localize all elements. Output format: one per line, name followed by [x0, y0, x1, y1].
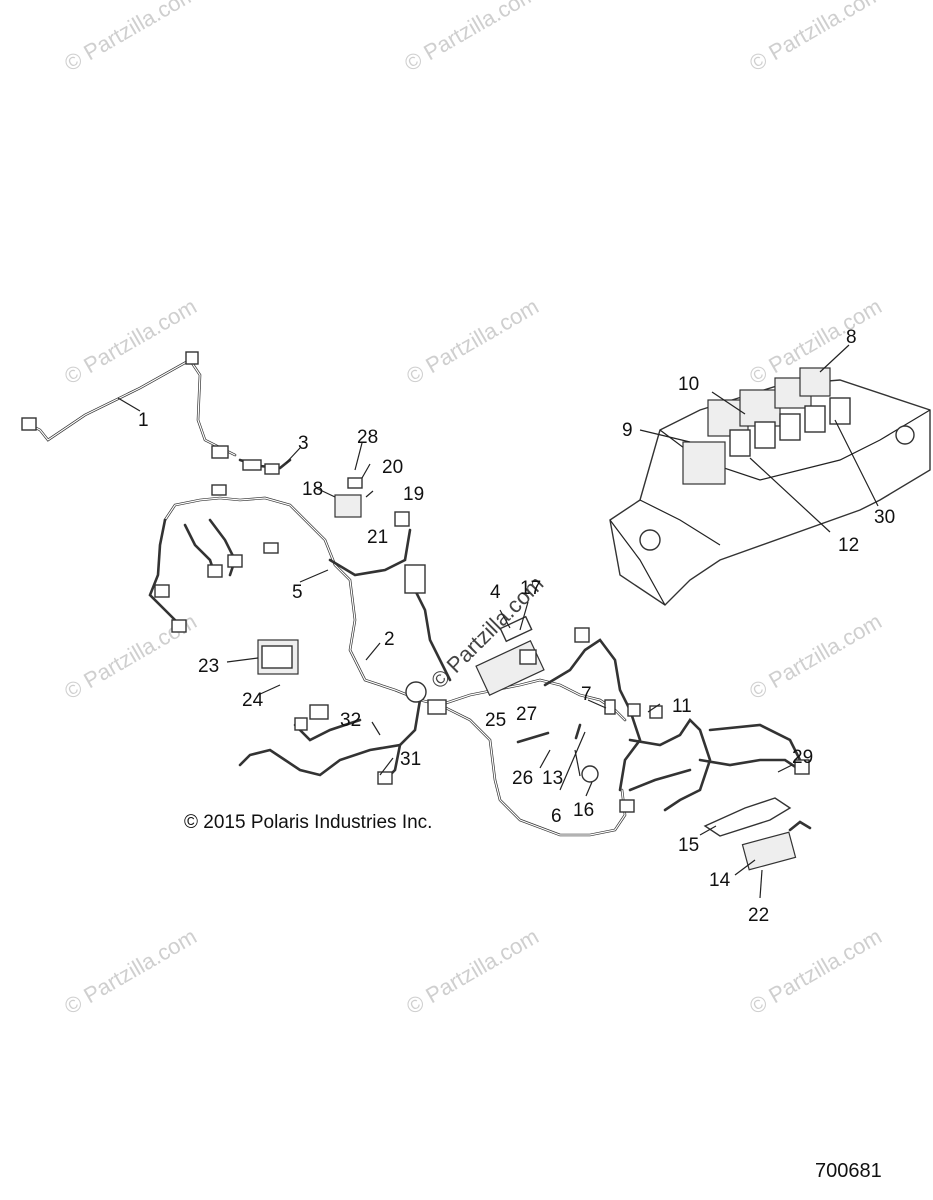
- leader-lines: [117, 344, 879, 899]
- watermark: © Partzilla.com: [400, 0, 541, 76]
- callout-10: 10: [678, 374, 699, 395]
- harness-1: [21, 351, 237, 459]
- watermark: © Partzilla.com: [60, 294, 201, 390]
- callout-7: 7: [581, 684, 592, 705]
- connector-3: [238, 458, 292, 475]
- watermark: © Partzilla.com: [402, 294, 543, 390]
- relay-18: [334, 477, 363, 518]
- callout-15: 15: [678, 835, 699, 856]
- callout-23: 23: [198, 656, 219, 677]
- callout-32: 32: [340, 710, 361, 731]
- callout-31: 31: [400, 749, 421, 770]
- callout-9: 9: [622, 420, 633, 441]
- callout-labels: 1 2 3 4 5 6 7 8 9 10 11 12 13 14 15 16 1…: [138, 327, 895, 926]
- callout-20: 20: [382, 457, 403, 478]
- callout-6: 6: [551, 806, 562, 827]
- part-25: [516, 723, 582, 744]
- callout-8: 8: [846, 327, 857, 348]
- callout-11: 11: [672, 696, 692, 717]
- callout-12: 12: [838, 535, 859, 556]
- callout-28: 28: [357, 427, 378, 448]
- callout-3: 3: [298, 433, 309, 454]
- callout-22: 22: [748, 905, 769, 926]
- watermark: © Partzilla.com: [60, 924, 201, 1020]
- callout-27: 27: [516, 704, 537, 725]
- fuse-box: [609, 367, 931, 606]
- watermark: © Partzilla.com: [402, 924, 543, 1020]
- callout-1: 1: [138, 410, 149, 431]
- module-14: [741, 820, 812, 871]
- copyright-notice: © 2015 Polaris Industries Inc.: [184, 812, 433, 833]
- callout-21: 21: [367, 527, 388, 548]
- callout-30: 30: [874, 507, 895, 528]
- callout-5: 5: [292, 582, 303, 603]
- watermark: © Partzilla.com: [60, 0, 201, 76]
- ecu-23: [257, 639, 299, 675]
- bracket-15: [703, 797, 792, 837]
- callout-18: 18: [302, 479, 323, 500]
- callout-2: 2: [384, 629, 395, 650]
- diagram-id: 700681: [815, 1160, 882, 1182]
- callout-13: 13: [542, 768, 563, 789]
- callout-19: 19: [403, 484, 424, 505]
- callout-14: 14: [709, 870, 731, 891]
- callout-26: 26: [512, 768, 533, 789]
- callout-4: 4: [490, 582, 501, 603]
- callout-16: 16: [573, 800, 594, 821]
- callout-17: 17: [520, 578, 541, 599]
- callout-25: 25: [485, 710, 506, 731]
- harness-right: [519, 627, 810, 813]
- watermark: © Partzilla.com: [745, 0, 886, 76]
- watermark: © Partzilla.com: [745, 924, 886, 1020]
- callout-24: 24: [242, 690, 264, 711]
- harness-2: [148, 484, 627, 837]
- watermark: © Partzilla.com: [745, 609, 886, 705]
- callout-29: 29: [792, 747, 813, 768]
